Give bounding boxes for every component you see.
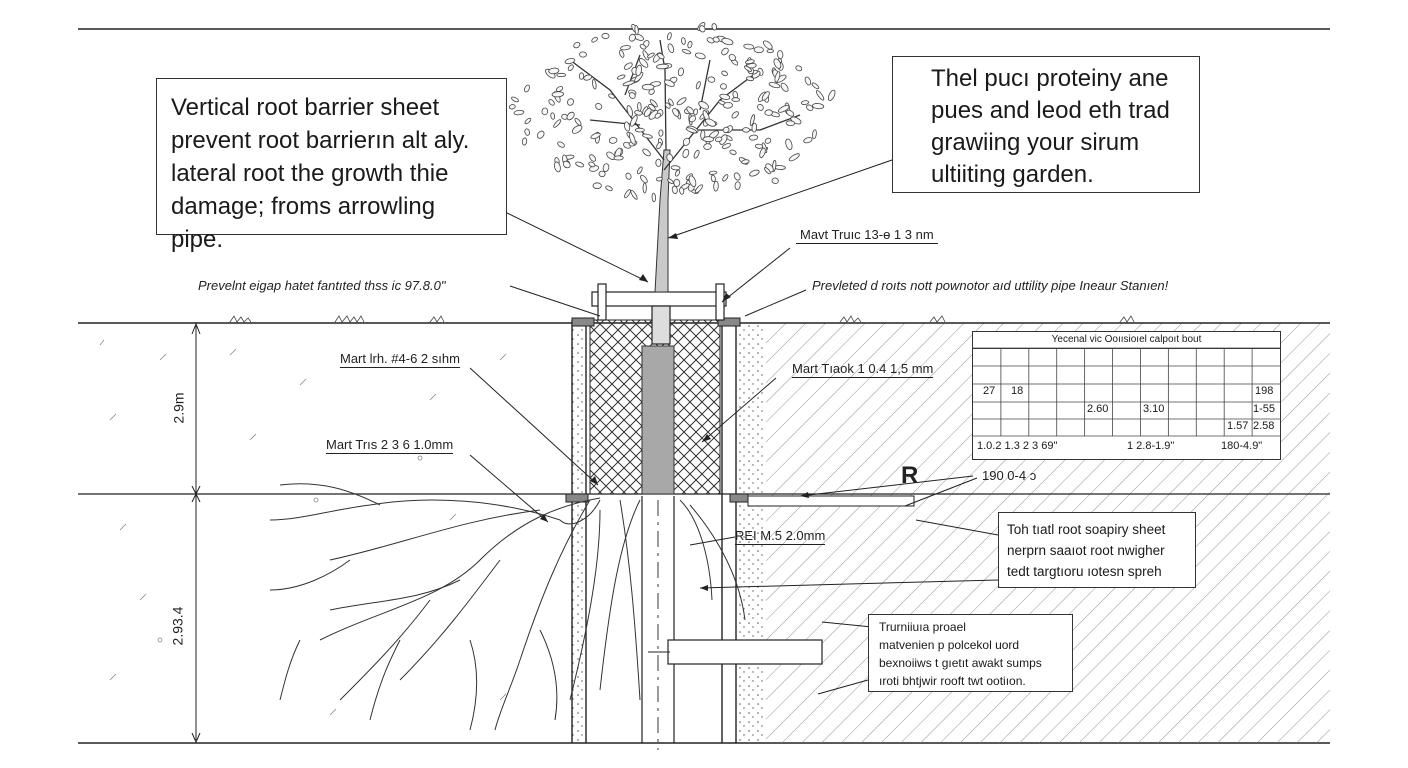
trunk-base bbox=[641, 345, 675, 495]
label-level-190: 190 0-4 ɔ bbox=[982, 468, 1037, 483]
table-cell: 198 bbox=[1255, 385, 1274, 397]
label-mart-3: Mart Tıaok 1 0.4 1,5 mm bbox=[792, 361, 934, 378]
table-cell: 2.60 bbox=[1087, 403, 1109, 415]
dimension-line-left bbox=[191, 322, 201, 744]
callout-line: damage; froms arrowling pipe. bbox=[171, 193, 436, 253]
dimension-upper: 2.9m bbox=[170, 392, 187, 424]
callout-line: pues and leod eth trad bbox=[931, 97, 1170, 124]
callout-line: Thel pucı proteiny ane bbox=[931, 65, 1169, 92]
table-cell: 18 bbox=[1011, 385, 1024, 397]
gravel-backfill bbox=[738, 323, 766, 743]
utility-pipe bbox=[641, 496, 675, 750]
horizontal-barrier-plate bbox=[747, 495, 915, 507]
callout-line: Toh tıatl root soapiry sheet bbox=[1007, 522, 1166, 537]
tree-canopy bbox=[508, 22, 836, 203]
barrier-flange-bottom-left bbox=[565, 493, 589, 503]
table-grid bbox=[973, 347, 1280, 437]
table-cell: 1.57 bbox=[1227, 420, 1249, 432]
callout-pipe-protection: Trurniiuıa proael matvenien p polcekol u… bbox=[868, 614, 1073, 692]
table-cell: 2.58 bbox=[1253, 420, 1275, 432]
pipe-stub bbox=[667, 639, 823, 665]
callout-root-sheet: Toh tıatl root soapiry sheet nerprn saaı… bbox=[998, 512, 1196, 588]
label-prevent-left: Prevelnt eigap hatet fantıted thss ic 97… bbox=[198, 278, 446, 293]
data-table: Yecenal vic Ooıısioıel calpoıt bout 27 1… bbox=[972, 331, 1281, 460]
label-mart-2: Mart Trıs 2 3 6 1.0mm bbox=[326, 437, 454, 454]
callout-line: lateral root the growth thie bbox=[171, 160, 449, 187]
callout-line: Trurniiuıa proael bbox=[879, 620, 966, 634]
dimension-lower: 2.93.4 bbox=[169, 606, 186, 646]
gravel-backfill-left bbox=[572, 323, 586, 743]
label-top-trunk: Mavt Truıc 13-ɵ 1 3 nm bbox=[796, 227, 938, 244]
label-marker-r: R bbox=[901, 462, 919, 489]
callout-line: matvenien p polcekol uord bbox=[879, 638, 1020, 652]
callout-line: tedt targtıoru ıotesn spreh bbox=[1007, 564, 1162, 579]
callout-line: bexnoiiws t gıetıt awakt sumps bbox=[879, 656, 1042, 670]
barrier-flange-top-right bbox=[717, 317, 741, 327]
soil-marks-left bbox=[99, 339, 507, 716]
callout-line: Vertical root barrier sheet bbox=[171, 94, 440, 121]
leader-lines bbox=[469, 159, 999, 695]
table-cell: 27 bbox=[983, 385, 996, 397]
barrier-flange-top-left bbox=[571, 317, 595, 327]
callout-garden-benefit: Thel pucı proteiny ane pues and leod eth… bbox=[892, 56, 1200, 193]
callout-line: grawiing your sirum bbox=[931, 129, 1140, 156]
table-cell: 180-4.9" bbox=[1221, 440, 1263, 452]
callout-line: prevent root barrierın alt aly. bbox=[171, 127, 470, 154]
label-prevent-right: Prevleted d roıts nott pownotor aıd utti… bbox=[812, 278, 1169, 293]
label-rei: REI M.5 2.0mm bbox=[735, 528, 826, 545]
callout-root-barrier-purpose: Vertical root barrier sheet prevent root… bbox=[156, 78, 507, 253]
label-mart-1: Mart lrh. #4-6 2 sıhm bbox=[340, 351, 460, 368]
table-cell: 1-55 bbox=[1253, 403, 1276, 415]
callout-line: ıroti bhtjwir rooft twt ootiıon. bbox=[879, 674, 1026, 688]
barrier-flange-bottom-right bbox=[729, 493, 749, 503]
tree-trunk bbox=[654, 149, 671, 293]
callout-line: ultiiting garden. bbox=[931, 161, 1094, 188]
table-title: Yecenal vic Ooıısioıel calpoıt bout bbox=[973, 332, 1280, 349]
table-cell: 3.10 bbox=[1143, 403, 1165, 415]
table-cell: 1 2.8-1.9" bbox=[1127, 440, 1175, 452]
callout-line: nerprn saaıot root nwigher bbox=[1007, 543, 1165, 558]
grass-tufts bbox=[229, 315, 1135, 323]
table-cell: 1.0.2 1.3 2 3 69" bbox=[977, 440, 1058, 452]
